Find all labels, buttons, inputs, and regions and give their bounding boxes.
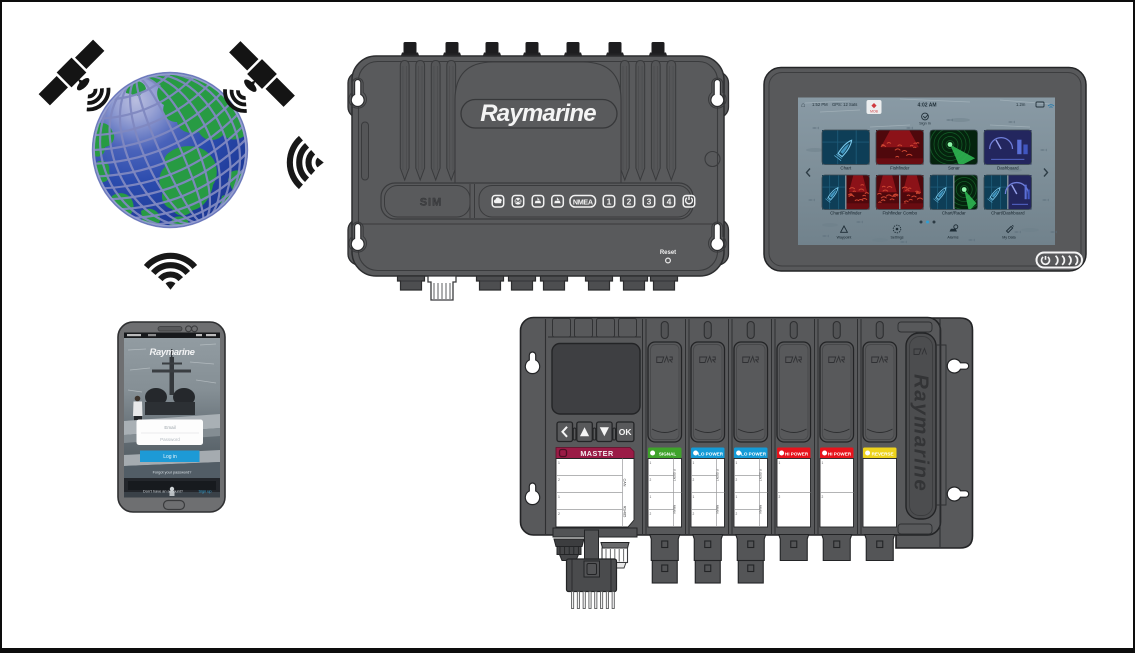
svg-text:Don’t have an account?: Don’t have an account?	[143, 490, 183, 494]
svg-text:LO POWER: LO POWER	[698, 451, 724, 456]
svg-text:Waypoint: Waypoint	[837, 236, 852, 240]
svg-text:1: 1	[607, 197, 612, 207]
svg-text:3: 3	[647, 197, 652, 207]
svg-text:Email: Email	[164, 425, 175, 430]
svg-text:Chart/Radar: Chart/Radar	[942, 211, 966, 216]
svg-text:2: 2	[822, 495, 824, 499]
svg-text:2: 2	[693, 512, 695, 516]
svg-text:NMAN: NMAN	[716, 505, 720, 514]
svg-text:1: 1	[558, 461, 560, 465]
svg-text:P IDENT: P IDENT	[716, 469, 720, 481]
svg-text:⌂: ⌂	[801, 102, 805, 109]
svg-text:SIGNAL: SIGNAL	[659, 451, 677, 456]
svg-text:2: 2	[779, 495, 781, 499]
svg-text:HI POWER: HI POWER	[828, 451, 852, 456]
svg-text:Reset: Reset	[660, 250, 676, 256]
svg-text:MASTER: MASTER	[580, 449, 614, 458]
svg-text:Settings: Settings	[891, 236, 904, 240]
svg-text:1: 1	[736, 461, 738, 465]
svg-text:2: 2	[558, 512, 560, 516]
svg-text:Raymarine: Raymarine	[910, 374, 933, 492]
svg-text:Dashboard: Dashboard	[997, 166, 1019, 171]
svg-text:2: 2	[650, 478, 652, 482]
svg-text:Fishfinder Combo: Fishfinder Combo	[882, 211, 917, 216]
svg-text:Raymarine: Raymarine	[150, 347, 196, 358]
svg-text:CAN: CAN	[623, 478, 627, 486]
svg-text:RS485: RS485	[623, 506, 627, 518]
svg-text:Log in: Log in	[163, 454, 177, 460]
svg-text:My Data: My Data	[1002, 236, 1015, 240]
svg-text:P IDENT: P IDENT	[673, 469, 677, 481]
svg-text:REVERSE: REVERSE	[872, 451, 894, 456]
svg-text:2: 2	[558, 478, 560, 482]
svg-text:Chart/Dashboard: Chart/Dashboard	[991, 211, 1025, 216]
svg-text:Sign up: Sign up	[199, 490, 212, 494]
svg-text:1:52 PM: 1:52 PM	[812, 102, 828, 107]
svg-text:OK: OK	[619, 427, 633, 437]
svg-text:1: 1	[558, 495, 560, 499]
svg-text:4: 4	[667, 197, 672, 207]
svg-text:1: 1	[650, 495, 652, 499]
svg-text:GPS: 12 Sats: GPS: 12 Sats	[832, 102, 857, 107]
svg-text:1.2m: 1.2m	[1016, 102, 1026, 107]
svg-text:SIM: SIM	[420, 197, 443, 209]
svg-text:4:02 AM: 4:02 AM	[918, 103, 937, 109]
svg-text:HI POWER: HI POWER	[785, 451, 809, 456]
svg-text:2: 2	[736, 512, 738, 516]
svg-text:NMAN: NMAN	[759, 505, 763, 514]
svg-text:Sign In: Sign In	[919, 122, 931, 126]
svg-text:1: 1	[779, 461, 781, 465]
svg-text:Fishfinder: Fishfinder	[890, 166, 910, 171]
svg-text:Forgot your password?: Forgot your password?	[153, 471, 192, 475]
svg-text:MOB: MOB	[870, 110, 878, 114]
svg-text:Chart: Chart	[840, 166, 852, 171]
svg-text:1: 1	[822, 461, 824, 465]
svg-text:1: 1	[736, 495, 738, 499]
svg-text:Sonar: Sonar	[948, 166, 960, 171]
svg-text:1: 1	[693, 461, 695, 465]
svg-text:2: 2	[693, 478, 695, 482]
svg-text:P IDENT: P IDENT	[759, 469, 763, 481]
svg-text:Chart/Fishfinder: Chart/Fishfinder	[830, 211, 862, 216]
svg-text:Raymarine: Raymarine	[480, 100, 596, 127]
svg-text:2: 2	[627, 197, 632, 207]
svg-text:1: 1	[693, 495, 695, 499]
svg-text:1: 1	[650, 461, 652, 465]
svg-text:2: 2	[650, 512, 652, 516]
svg-text:Password: Password	[160, 437, 180, 442]
svg-text:2: 2	[736, 478, 738, 482]
svg-text:NMAN: NMAN	[673, 505, 677, 514]
svg-text:NMEA: NMEA	[573, 197, 593, 206]
svg-text:Alarms: Alarms	[947, 236, 958, 240]
svg-text:LO POWER: LO POWER	[741, 451, 767, 456]
